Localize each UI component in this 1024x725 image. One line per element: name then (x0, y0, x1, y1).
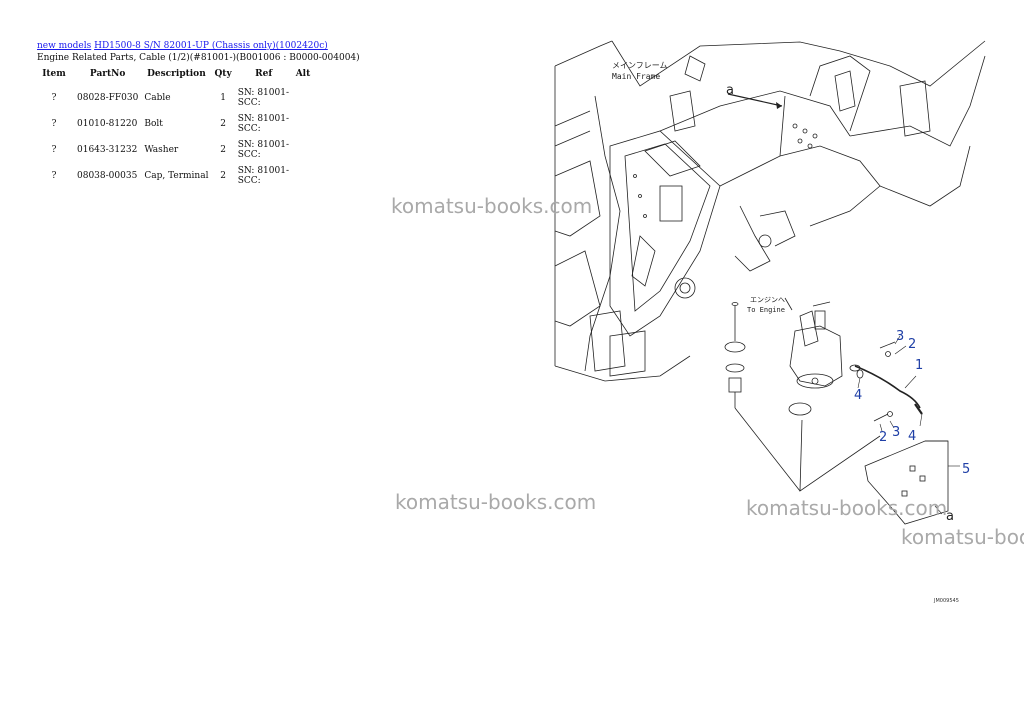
watermark: komatsu-books.com (746, 496, 948, 520)
table-row: ? 08028-FF030 Cable 1 SN: 81001-SCC: (34, 85, 313, 111)
callout-3-top: 3 (896, 329, 904, 344)
callout-2-bottom: 2 (879, 430, 887, 445)
engine-mount-drawing (724, 297, 949, 525)
table-row: ? 01643-31232 Washer 2 SN: 81001-SCC: (34, 137, 313, 163)
letter-a-top: a (726, 83, 734, 98)
cell-alt (293, 137, 314, 163)
cell-qty: 2 (220, 145, 226, 155)
leader-lines (857, 335, 960, 515)
callout-3-bottom: 3 (892, 425, 900, 440)
cell-qty: 2 (220, 119, 226, 129)
callout-1: 1 (915, 358, 923, 373)
breadcrumb: new models HD1500-8 S/N 82001-UP (Chassi… (37, 40, 357, 52)
cell-ref: SN: 81001-SCC: (237, 166, 289, 186)
cell-qty: 2 (220, 171, 226, 181)
cell-item: ? (51, 145, 57, 155)
main-frame-jp-label: メインフレーム (612, 61, 668, 70)
col-item: Item (42, 69, 66, 79)
callout-4-left: 4 (854, 388, 862, 403)
parts-list-panel: new models HD1500-8 S/N 82001-UP (Chassi… (34, 40, 360, 189)
table-header-row: Item PartNo Description Qty Ref Alt (34, 67, 313, 85)
cell-item: ? (51, 171, 57, 181)
table-row: ? 08038-00035 Cap, Terminal 2 SN: 81001-… (34, 163, 313, 189)
cell-alt (293, 85, 314, 111)
drawing-id: JM009545 (933, 598, 959, 604)
col-description: Description (147, 69, 206, 79)
cell-alt (293, 163, 314, 189)
cell-description: Bolt (144, 119, 163, 129)
to-engine-label: To Engine (747, 306, 785, 314)
cell-description: Cable (144, 93, 171, 103)
col-qty: Qty (214, 69, 232, 79)
col-ref: Ref (255, 69, 273, 79)
table-row: ? 01010-81220 Bolt 2 SN: 81001-SCC: (34, 111, 313, 137)
to-engine-jp-label: エンジンへ (750, 296, 785, 304)
cell-part-no: 01010-81220 (77, 119, 138, 129)
arrow-a-head (776, 102, 782, 109)
cell-item: ? (51, 93, 57, 103)
cell-alt (293, 111, 314, 137)
col-part-no: PartNo (89, 69, 126, 79)
col-alt: Alt (295, 69, 311, 79)
main-frame-drawing (554, 40, 986, 382)
callout-5: 5 (962, 462, 970, 477)
letter-a-bottom: a (946, 509, 954, 524)
cell-qty: 1 (220, 93, 226, 103)
cell-description: Cap, Terminal (144, 171, 209, 181)
cell-ref: SN: 81001-SCC: (237, 140, 289, 160)
parts-diagram: メインフレーム Main Frame エンジンへ To Engine a a 3… (554, 40, 986, 604)
cell-description: Washer (144, 145, 179, 155)
callout-2-top: 2 (908, 337, 916, 352)
cell-part-no: 01643-31232 (77, 145, 138, 155)
main-frame-label: Main Frame (612, 72, 660, 81)
cell-part-no: 08038-00035 (77, 171, 138, 181)
watermark: komatsu-books.com (901, 525, 1024, 549)
parts-table: Item PartNo Description Qty Ref Alt ? 08… (34, 67, 313, 189)
watermark: komatsu-books.com (395, 490, 597, 514)
page-subtitle: Engine Related Parts, Cable (1/2)(#81001… (37, 53, 360, 63)
cell-ref: SN: 81001-SCC: (237, 88, 289, 108)
cell-part-no: 08028-FF030 (77, 93, 139, 103)
watermark: komatsu-books.com (391, 194, 593, 218)
cell-item: ? (51, 119, 57, 129)
breadcrumb-link-model[interactable]: HD1500-8 S/N 82001-UP (Chassis only)(100… (94, 41, 328, 51)
cell-ref: SN: 81001-SCC: (237, 114, 289, 134)
callout-4-right: 4 (908, 429, 916, 444)
breadcrumb-link-new-models[interactable]: new models (37, 41, 92, 51)
